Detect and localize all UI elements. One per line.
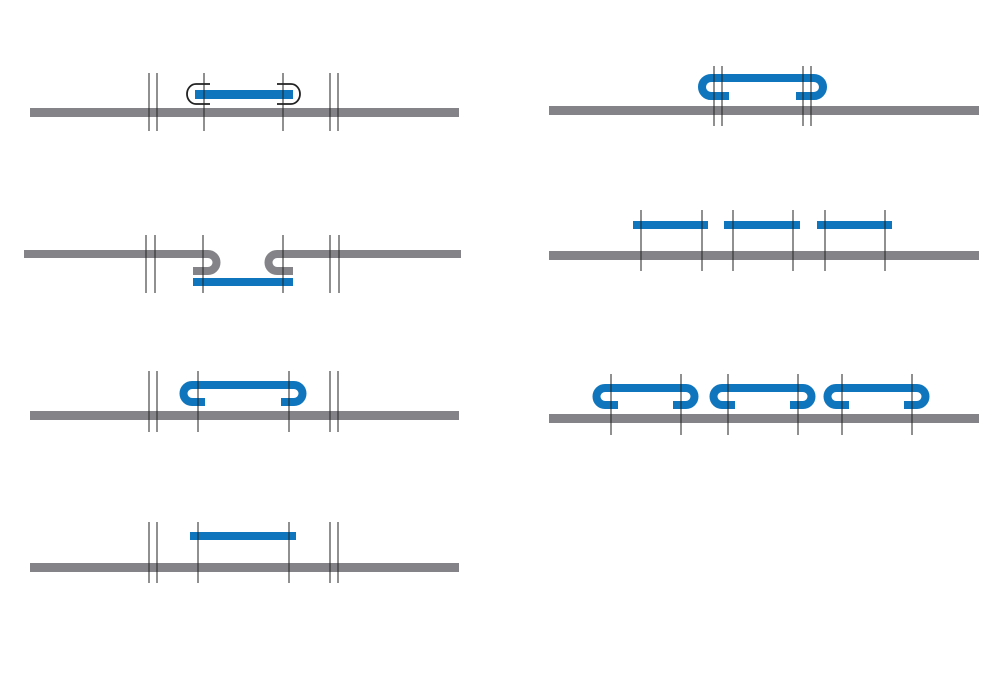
joining-strip-3 — [817, 221, 892, 229]
base-strip — [30, 563, 459, 572]
panel-left-4 — [30, 522, 459, 583]
left-wrap-outline — [186, 83, 210, 105]
base-strip — [549, 414, 979, 423]
guide-lines — [148, 73, 339, 131]
base-strip — [30, 411, 459, 420]
guide-lines — [148, 371, 339, 432]
guide-lines — [148, 522, 339, 583]
guide-lines — [610, 374, 913, 435]
joining-strip-2 — [724, 221, 800, 229]
hooked-strip — [179, 381, 307, 406]
left-hooked-base — [24, 250, 221, 275]
base-strip — [549, 106, 979, 115]
base-strip — [549, 251, 979, 260]
joining-strip-1 — [633, 221, 708, 229]
base-strip — [30, 108, 459, 117]
panel-left-2 — [24, 235, 461, 293]
panel-right-2 — [549, 210, 979, 271]
right-wrap-outline — [277, 83, 301, 105]
guide-lines — [640, 210, 886, 271]
guide-lines — [145, 235, 340, 293]
panel-right-3 — [549, 374, 979, 435]
guide-lines — [713, 66, 812, 126]
panel-left-3 — [30, 371, 459, 432]
joining-strip — [193, 278, 293, 286]
panel-right-1 — [549, 66, 979, 126]
hooked-strip — [698, 74, 827, 100]
hooked-strip-2 — [709, 384, 816, 409]
hooked-strip-1 — [592, 384, 699, 409]
hooked-strip-3 — [823, 384, 930, 409]
right-hooked-base — [264, 250, 461, 275]
joining-strip — [195, 90, 293, 99]
joining-strip — [190, 532, 296, 540]
panel-left-1 — [30, 73, 459, 131]
